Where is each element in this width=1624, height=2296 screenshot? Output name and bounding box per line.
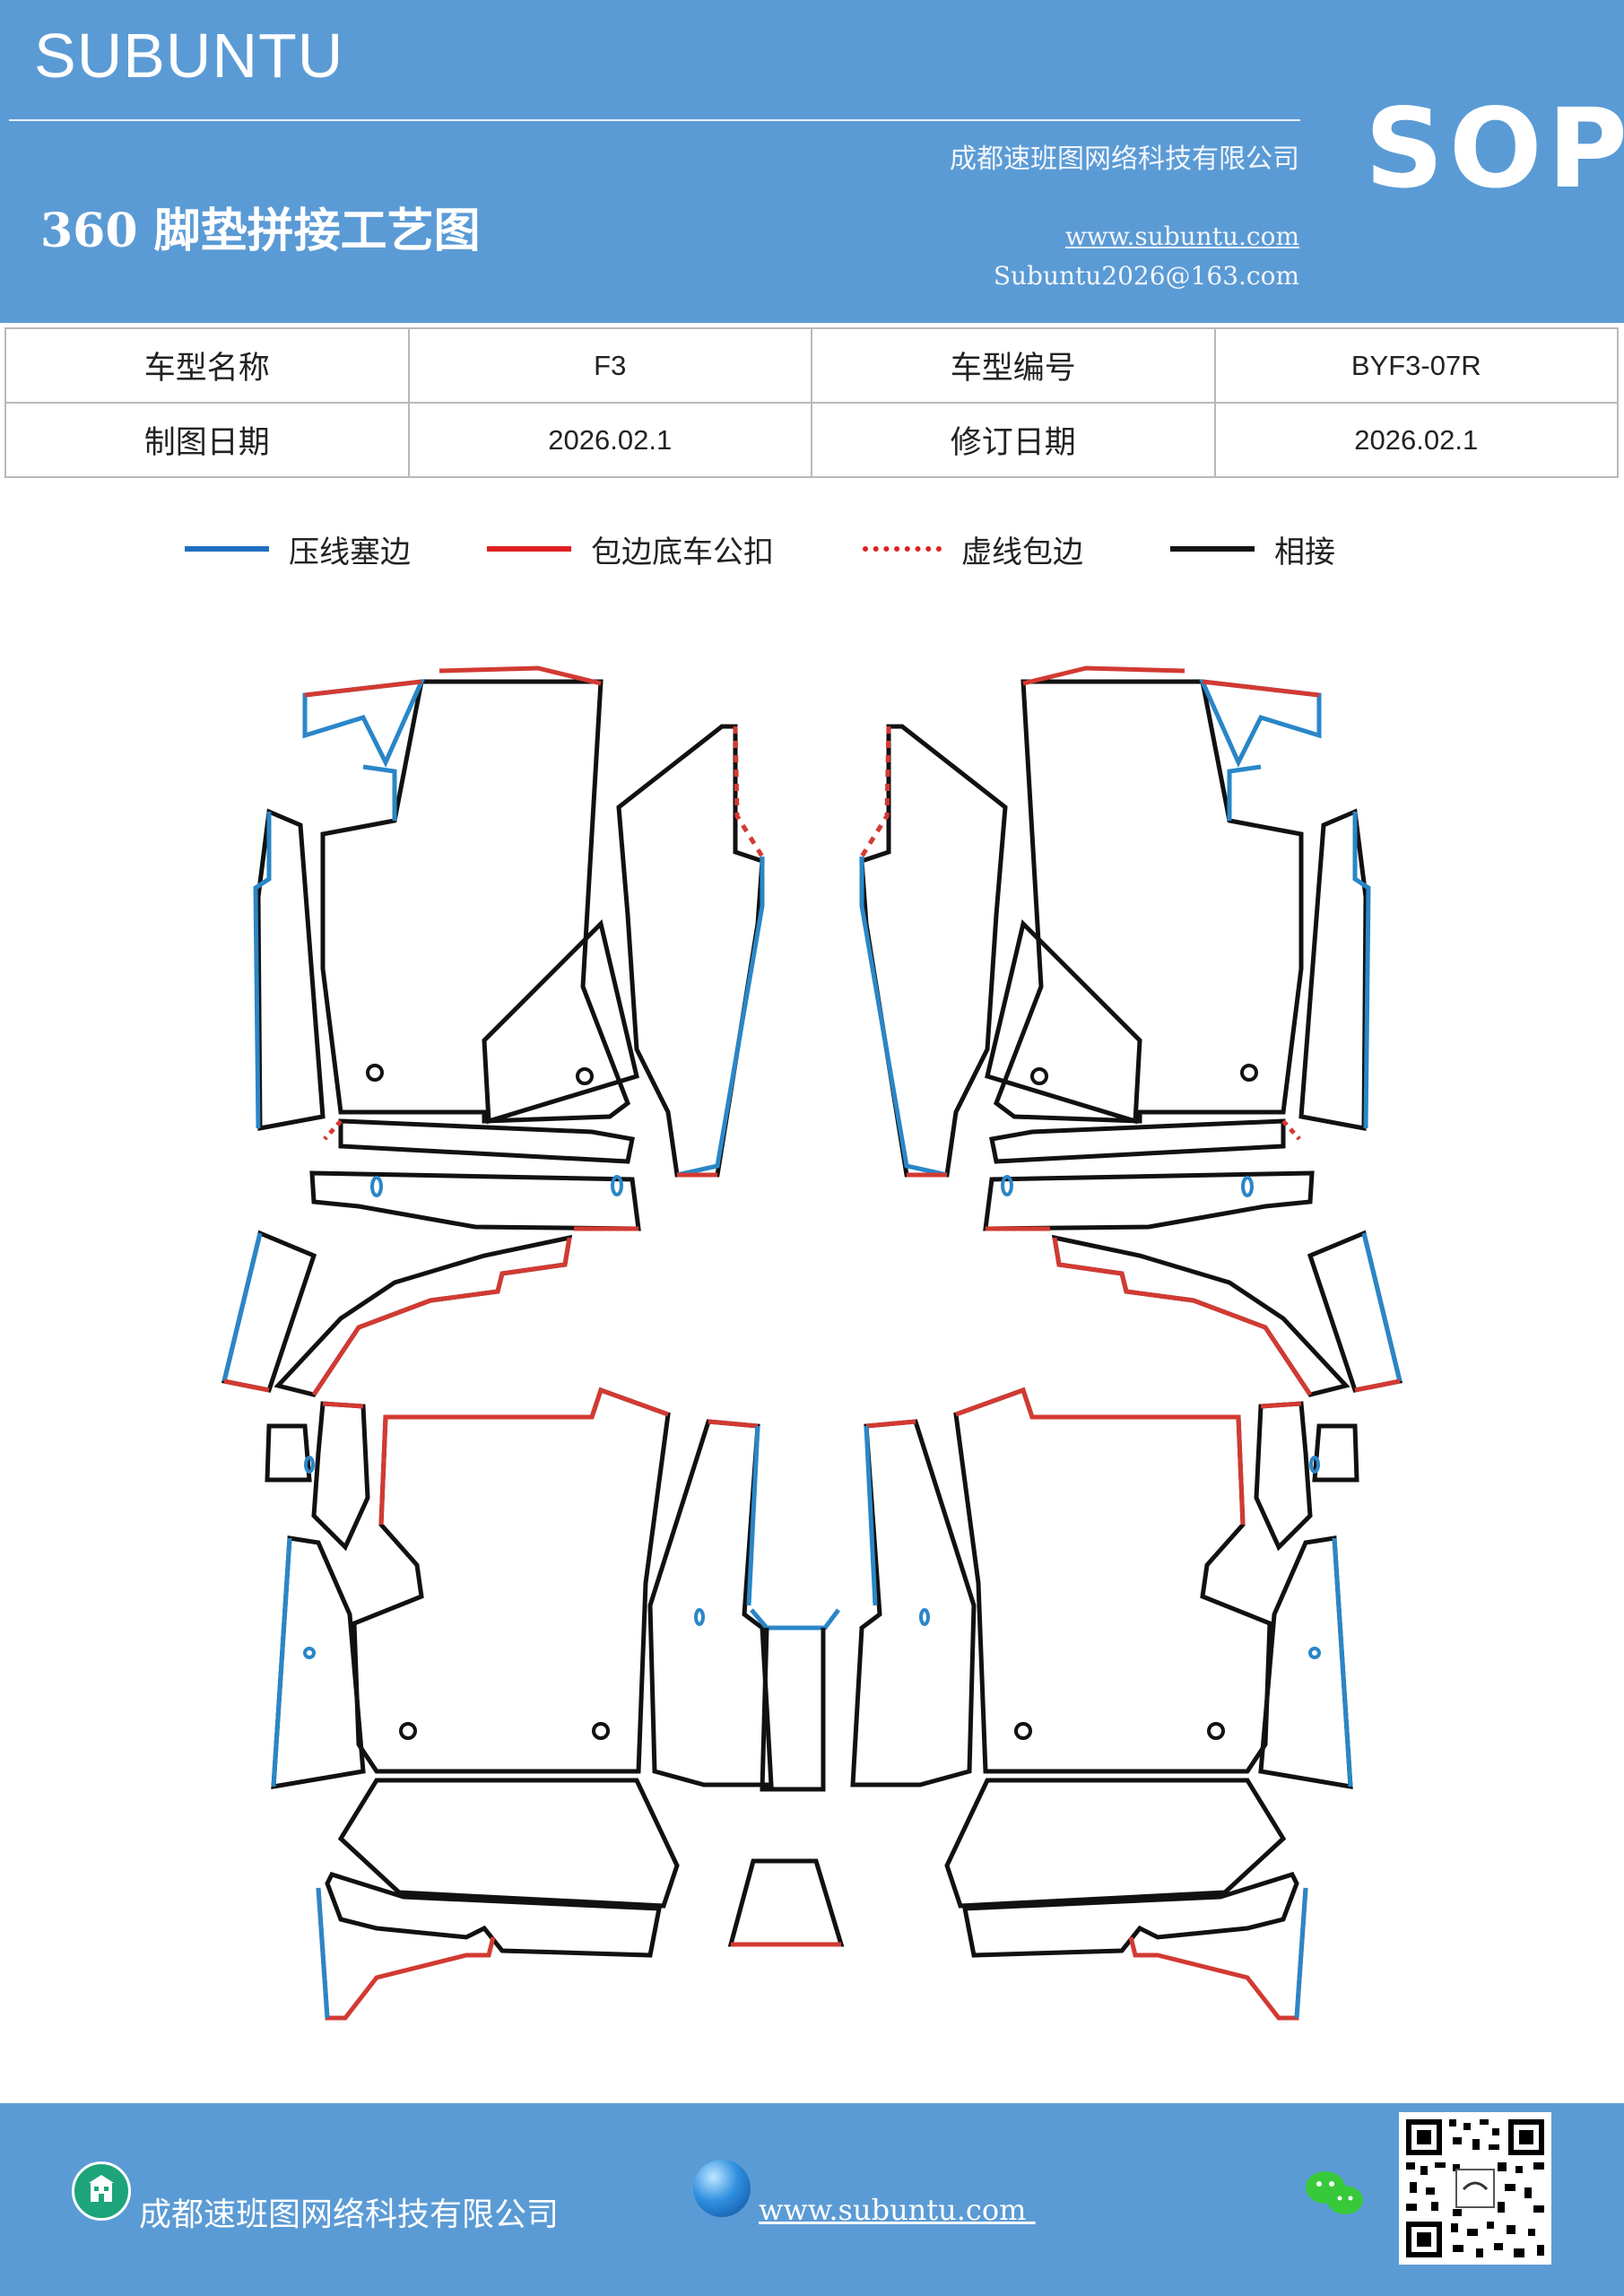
table-cell-value: F3 (407, 327, 812, 404)
right-mat-group (853, 668, 1400, 2018)
table-cell-label: 车型名称 (4, 327, 410, 404)
legend-label: 包边底车公扣 (591, 534, 774, 570)
wechat-icon[interactable] (1302, 2166, 1367, 2220)
footer-company: 成都速班图网络科技有限公司 (139, 2196, 560, 2233)
table-cell-value: BYF3-07R (1213, 327, 1619, 404)
left-mat-group (224, 668, 771, 2018)
document-title: 360 脚垫拼接工艺图 (40, 204, 481, 258)
header-banner (0, 0, 1624, 323)
legend-item-joint: 相接 (1170, 529, 1335, 570)
legend-swatch-blue (185, 546, 269, 552)
center-tunnel-strip (760, 1627, 826, 1792)
center-tunnel-curve (750, 1608, 840, 1631)
legend-label: 虚线包边 (961, 534, 1083, 570)
globe-icon (693, 2160, 751, 2217)
header-company: 成都速班图网络科技有限公司 (950, 144, 1299, 175)
table-row: 车型名称 F3 车型编号 BYF3-07R (4, 327, 1619, 404)
table-cell-label: 制图日期 (4, 402, 410, 478)
table-cell-label: 车型编号 (811, 327, 1216, 404)
header-email: Subuntu2026@163.com (993, 261, 1299, 291)
footer-website-link[interactable]: www.subuntu.com (759, 2193, 1036, 2227)
table-cell-value: 2026.02.1 (1213, 402, 1619, 478)
table-row: 制图日期 2026.02.1 修订日期 2026.02.1 (4, 402, 1619, 478)
legend-swatch-black (1170, 546, 1255, 552)
legend-item-press-line: 压线塞边 (185, 529, 411, 570)
qr-code[interactable] (1399, 2112, 1551, 2265)
legend-label: 相接 (1274, 534, 1335, 570)
legend-swatch-red-dotted (863, 546, 942, 552)
brand-name: SUBUNTU (34, 21, 344, 91)
legend-label: 压线塞边 (289, 534, 411, 570)
legend-swatch-red (487, 546, 571, 552)
legend-item-dotted-binding: 虚线包边 (863, 529, 1083, 570)
floor-mat-splicing-diagram (0, 646, 1624, 2045)
header-divider (9, 119, 1300, 121)
center-rear-piece (727, 1858, 845, 1947)
table-cell-label: 修订日期 (811, 402, 1216, 478)
table-cell-value: 2026.02.1 (407, 402, 812, 478)
sop-badge: SOP (1365, 85, 1624, 213)
vehicle-info-table: 车型名称 F3 车型编号 BYF3-07R 制图日期 2026.02.1 修订日… (4, 327, 1619, 478)
legend-item-binding: 包边底车公扣 (487, 529, 774, 570)
building-icon (72, 2161, 131, 2221)
line-legend: 压线塞边 包边底车公扣 虚线包边 相接 (0, 529, 1624, 570)
header-website-link[interactable]: www.subuntu.com (1064, 222, 1299, 251)
